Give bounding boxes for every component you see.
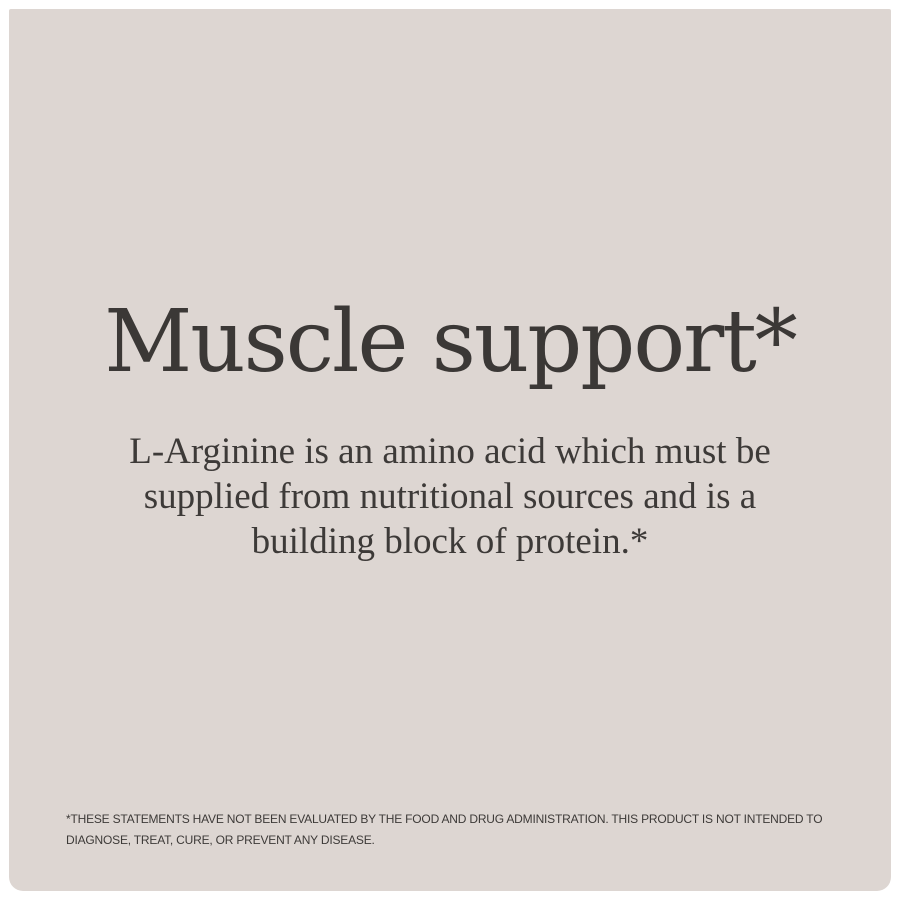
benefit-description-line: L-Arginine is an amino acid which must b… [129, 431, 771, 472]
headline: Muscle support* [104, 292, 798, 392]
disclaimer-line: *THESE STATEMENTS HAVE NOT BEEN EVALUATE… [66, 812, 823, 826]
fda-disclaimer: *THESE STATEMENTS HAVE NOT BEEN EVALUATE… [66, 809, 831, 851]
benefit-description-line: building block of protein.* [251, 521, 649, 562]
disclaimer-line: DIAGNOSE, TREAT, CURE, OR PREVENT ANY DI… [66, 833, 375, 847]
benefit-description-line: supplied from nutritional sources and is… [143, 476, 757, 517]
product-benefit-card: Muscle support* L-Arginine is an amino a… [9, 9, 891, 891]
benefit-description: L-Arginine is an amino acid which must b… [79, 429, 821, 564]
